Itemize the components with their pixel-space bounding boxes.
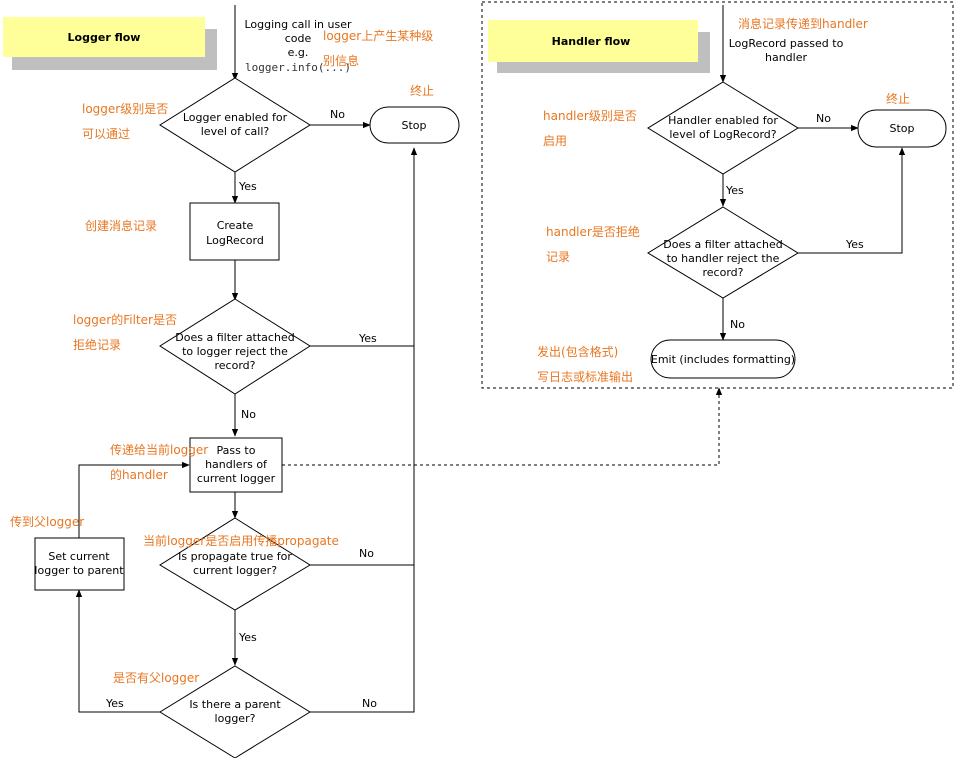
set-parent-box: Set current logger to parent [34,537,125,591]
edge-label-yes: Yes [358,332,377,345]
handler-stop-terminal: Stop [857,109,947,148]
annotation-logger-filter: logger的Filter是否 [73,312,177,327]
annotation-propagate: 当前logger是否启用传播propagate [143,533,339,548]
annotation-has-parent: 是否有父logger [113,671,199,685]
annotation-pass-handler: 传递给当前logger [110,442,208,457]
annotation-emit: 写日志或标准输出 [537,369,633,384]
logger-edge-labels: No Yes Yes No No Yes Yes No [105,108,377,710]
edge-label-no: No [816,112,831,125]
svg-text:Handler enabled for: Handler enabled for [668,114,778,127]
logger-call-code: logger.info(...) [245,61,351,74]
svg-text:Create: Create [217,219,254,232]
svg-text:LogRecord passed to: LogRecord passed to [729,37,844,50]
annotation-logger-level-pass: logger级别是否 [82,102,168,116]
annotations: logger上产生某种级 别信息 终止 logger级别是否 可以通过 创建消息… [10,16,910,685]
svg-text:level of call?: level of call? [201,125,270,138]
svg-text:to logger reject the: to logger reject the [182,345,288,358]
edge-label-no: No [330,108,345,121]
svg-text:current logger: current logger [197,472,276,485]
handler-passed-text: LogRecord passed to handler [729,37,844,64]
svg-text:Logger enabled for: Logger enabled for [183,111,288,124]
annotation-logger-level-info: 别信息 [323,53,359,68]
edge-label-no: No [730,318,745,331]
annotation-msg-to-handler: 消息记录传递到handler [738,16,868,31]
logger-enabled-decision: Logger enabled for level of call? [159,77,311,173]
svg-text:Logging call in user: Logging call in user [244,18,352,31]
logger-call-text: Logging call in user code e.g. logger.in… [244,18,352,74]
svg-text:Does a filter attached: Does a filter attached [663,238,782,251]
logger-stop-terminal: Stop [369,106,460,144]
handler-flow-title-text: Handler flow [552,35,631,48]
edge-label-no: No [241,408,256,421]
svg-text:e.g.: e.g. [288,46,309,59]
svg-text:record?: record? [215,359,256,372]
svg-text:code: code [285,32,312,45]
pass-to-handlers-box: Pass to handlers of current logger [189,437,283,493]
svg-text:handlers of: handlers of [205,458,268,471]
annotation-handler-filter: 记录 [546,250,570,264]
annotation-handler-level: handler级别是否 [543,109,637,123]
annotation-handler-stop: 终止 [886,91,910,106]
svg-text:handler: handler [765,51,807,64]
annotation-emit: 发出(包含格式) [537,344,618,359]
logger-flow-title: Logger flow [3,17,217,70]
parent-logger-decision: Is there a parent logger? [159,665,311,758]
svg-text:Stop: Stop [889,122,914,135]
annotation-create-record: 创建消息记录 [85,218,157,233]
logger-flow-connectors [75,5,723,713]
handler-edge-labels: No Yes Yes No [725,112,864,331]
svg-text:to handler reject the: to handler reject the [667,252,780,265]
svg-text:Emit (includes formatting): Emit (includes formatting) [651,353,795,366]
logger-filter-decision: Does a filter attached to logger reject … [159,298,311,395]
svg-text:current logger?: current logger? [193,564,277,577]
svg-text:logger to parent: logger to parent [34,564,124,577]
emit-terminal: Emit (includes formatting) [650,339,796,379]
annotation-handler-filter: handler是否拒绝 [546,224,640,239]
edge-label-no: No [362,697,377,710]
annotation-stop: 终止 [410,83,434,98]
svg-text:Set current: Set current [48,550,110,563]
edge-label-yes: Yes [105,697,124,710]
handler-enabled-decision: Handler enabled for level of LogRecord? [647,81,799,175]
edge-label-yes: Yes [238,180,257,193]
edge-label-yes: Yes [725,184,744,197]
annotation-pass-handler: 的handler [110,467,168,482]
svg-text:Stop: Stop [401,119,426,132]
annotation-logger-level-info: logger上产生某种级 [323,29,433,43]
svg-text:Pass to: Pass to [217,444,256,457]
svg-text:level of LogRecord?: level of LogRecord? [669,128,776,141]
annotation-logger-filter: 拒绝记录 [73,337,121,352]
svg-text:record?: record? [703,266,744,279]
handler-flow-title: Handler flow [488,20,710,73]
svg-text:LogRecord: LogRecord [206,234,264,247]
svg-text:Is there a parent: Is there a parent [189,698,281,711]
logger-flow-title-text: Logger flow [68,31,141,44]
edge-label-yes: Yes [845,238,864,251]
svg-text:Is propagate true for: Is propagate true for [178,550,292,563]
propagate-decision: Is propagate true for current logger? [159,517,311,611]
svg-text:logger?: logger? [215,712,256,725]
annotation-logger-level-pass: 可以通过 [82,127,130,141]
edge-label-no: No [359,547,374,560]
handler-filter-decision: Does a filter attached to handler reject… [647,206,799,299]
edge-label-yes: Yes [238,631,257,644]
annotation-to-parent: 传到父logger [10,514,84,529]
svg-text:Does a filter attached: Does a filter attached [175,331,294,344]
annotation-handler-level: 启用 [543,134,567,148]
handler-flow-connectors [719,5,906,341]
create-logrecord-box: Create LogRecord [189,202,280,261]
